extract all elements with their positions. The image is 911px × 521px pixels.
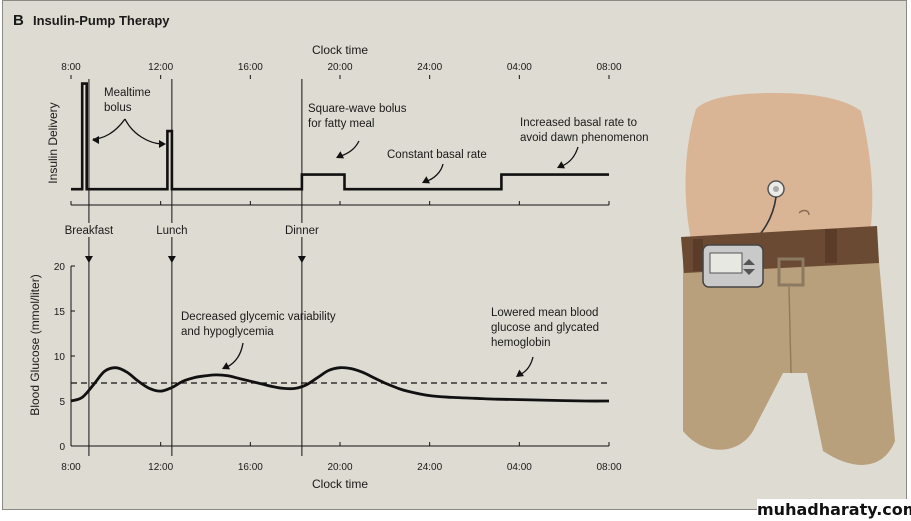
mealtime-arrow-left: [92, 118, 126, 140]
panel-letter: B: [13, 12, 24, 29]
bottom-x-tick-label: 16:00: [238, 462, 263, 473]
pants-fly: [788, 286, 792, 374]
belt-buckle: [777, 257, 805, 287]
figure-canvas: B Insulin-Pump Therapy Clock time Insuli…: [13, 12, 895, 491]
pants-shape: [683, 239, 895, 465]
bottom-x-tick-label: 20:00: [327, 462, 352, 473]
constant-basal-arrowhead: [422, 176, 431, 184]
glucose-curve: [70, 366, 610, 403]
insulin-pump-device: [702, 244, 764, 288]
top-x-tick-label: 12:00: [148, 62, 173, 73]
meal-marker-arrow: [84, 256, 93, 263]
mealtime-arrow-right: [124, 118, 162, 145]
belt-loop-2: [825, 229, 837, 263]
bottom-y-tick-label: 10: [54, 352, 66, 363]
bottom-x-tick-label: 12:00: [148, 462, 173, 473]
lowered-mean-arrow: [520, 356, 534, 375]
bottom-x-tick-label: 24:00: [417, 462, 442, 473]
blood-glucose-chart: 0 5 10 15 20 8:00 12:00 16:00 20:00 24:00 04:00 08:…: [54, 262, 622, 473]
constant-basal-arrow: [426, 163, 444, 182]
top-x-tick-label: 8:00: [61, 62, 81, 73]
variability-arrow: [226, 342, 244, 368]
bottom-x-tick-label: 08:00: [596, 462, 621, 473]
top-x-tick-label: 08:00: [596, 62, 621, 73]
meal-marker-label: Lunch: [156, 225, 187, 237]
square-wave-arrow: [340, 140, 360, 157]
bottom-y-tick-label: 20: [54, 262, 66, 273]
figure-title: Insulin-Pump Therapy: [33, 13, 170, 28]
bottom-y-axis-title: Blood Glucose (mmol/liter): [28, 274, 42, 415]
bottom-x-tick-label: 8:00: [61, 462, 81, 473]
navel-mark: [798, 209, 810, 216]
increased-basal-arrow: [561, 146, 579, 167]
bottom-x-axis-title: Clock time: [312, 477, 368, 491]
bottom-y-tick-label: 15: [54, 307, 66, 318]
meal-marker-arrow: [167, 256, 176, 263]
bottom-y-tick-label: 5: [59, 397, 65, 408]
lowered-mean-arrowhead: [516, 369, 525, 377]
top-x-axis-title: Clock time: [312, 43, 368, 57]
meal-marker-label: Breakfast: [65, 225, 114, 237]
mealtime-arrowhead-right: [159, 140, 166, 148]
watermark-text: muhadharaty.com: [757, 499, 911, 521]
belt-loop-1: [693, 239, 703, 271]
top-y-axis-title: Insulin Delivery: [46, 102, 60, 183]
patient-illustration: [681, 93, 895, 465]
mealtime-arrowhead-left: [92, 136, 99, 144]
variability-arrowhead: [222, 362, 231, 370]
torso-shape: [685, 93, 873, 239]
figure-panel: B Insulin-Pump Therapy Clock time Insuli…: [2, 0, 907, 510]
infusion-site-center: [773, 186, 779, 192]
top-x-tick-label: 24:00: [417, 62, 442, 73]
meal-marker-arrow: [297, 256, 306, 263]
square-wave-arrowhead: [336, 151, 345, 159]
bottom-x-tick-label: 04:00: [507, 462, 532, 473]
top-x-tick-label: 20:00: [327, 62, 352, 73]
increased-basal-arrowhead: [557, 161, 566, 169]
bottom-y-tick-label: 0: [59, 442, 65, 453]
constant-basal-label: Constant basal rate: [387, 149, 487, 161]
top-x-tick-label: 16:00: [238, 62, 263, 73]
meal-marker-label: Dinner: [285, 225, 319, 237]
top-x-tick-label: 04:00: [507, 62, 532, 73]
